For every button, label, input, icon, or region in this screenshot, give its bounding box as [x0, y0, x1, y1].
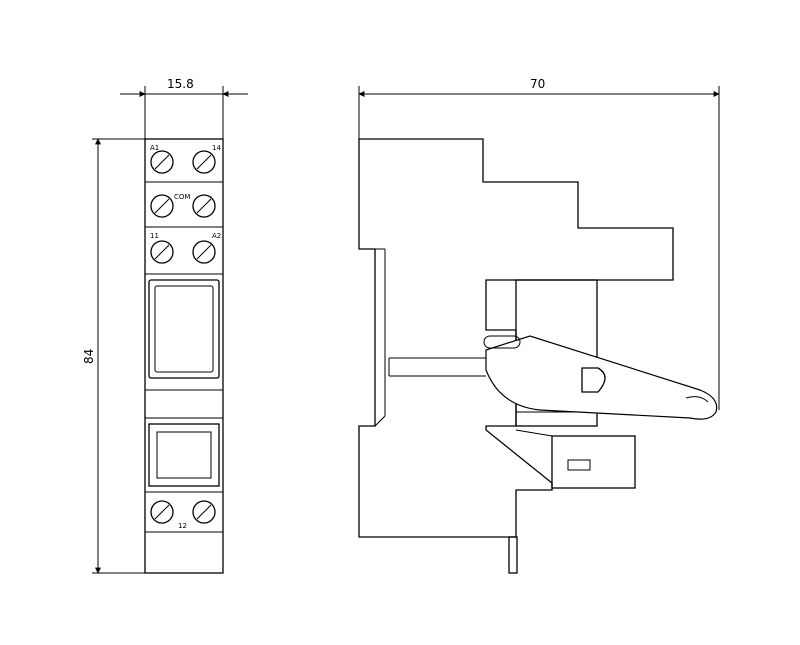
terminal-label: A2	[212, 232, 221, 240]
screw-terminal	[150, 150, 174, 174]
dimension-height: 84	[82, 138, 145, 574]
dimension-label: 15.8	[167, 77, 194, 91]
terminal-label: 12	[178, 522, 187, 530]
terminal-row-1: A1 14	[145, 144, 223, 183]
terminal-label: 14	[212, 144, 221, 152]
lower-connector	[515, 429, 636, 489]
terminal-row-4: 12	[145, 500, 223, 533]
terminal-label: 11	[150, 232, 159, 240]
side-view	[358, 138, 718, 574]
clip-knob	[581, 367, 606, 393]
screw-terminal	[150, 500, 174, 524]
terminal-row-3: 11 A2	[145, 232, 223, 275]
dimension-front-width: 15.8	[120, 77, 248, 139]
side-outline	[358, 138, 674, 538]
dimension-side-width: 70	[358, 77, 720, 410]
terminal-label: COM	[174, 193, 190, 201]
dimension-label: 70	[530, 77, 545, 91]
terminal-label: A1	[150, 144, 159, 152]
screw-terminal	[192, 194, 216, 218]
screw-terminal	[192, 500, 216, 524]
screw-terminal	[150, 194, 174, 218]
terminal-row-2: COM	[145, 193, 223, 228]
bottom-pin	[508, 536, 518, 574]
screw-terminal	[150, 240, 174, 264]
screw-terminal	[192, 240, 216, 264]
front-outline	[144, 138, 224, 574]
screw-terminal	[192, 150, 216, 174]
retaining-clip	[388, 335, 718, 420]
dimension-label: 84	[82, 349, 96, 364]
front-view: A1 14 COM 11 A2	[144, 138, 224, 574]
relay-window	[145, 279, 223, 419]
lower-module	[145, 423, 223, 493]
